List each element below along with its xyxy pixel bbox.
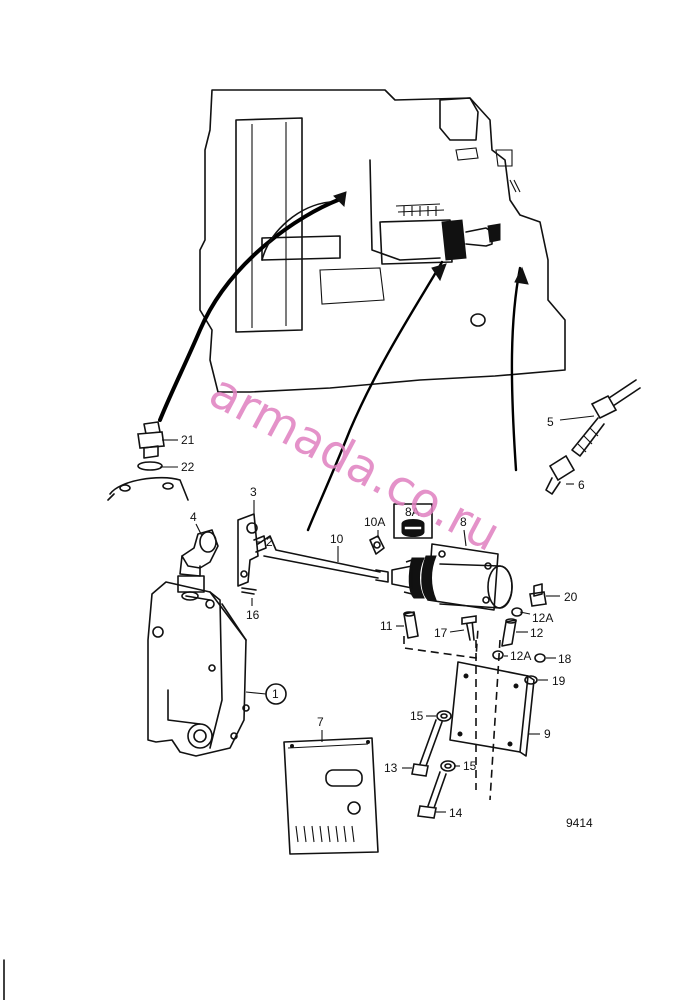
solenoid-8 <box>391 543 513 611</box>
callout-22: 22 <box>181 460 195 474</box>
studs-and-bolts <box>403 583 547 685</box>
callout-7: 7 <box>317 715 324 729</box>
callout-12a-bottom: 12A <box>510 649 531 663</box>
assembly-lines <box>403 627 501 801</box>
callout-14: 14 <box>449 806 463 820</box>
callout-10a: 10A <box>364 515 385 529</box>
callout-19: 19 <box>552 674 566 688</box>
callout-2: 2 <box>266 535 273 549</box>
engine-outline <box>199 89 566 393</box>
callout-1: 1 <box>272 687 279 701</box>
leader-lines <box>160 415 595 813</box>
callouts: 21 22 3 4 2 16 10 10A 8A 8 5 6 20 12A 11… <box>181 415 585 820</box>
callout-12: 12 <box>530 626 544 640</box>
callout-10: 10 <box>330 532 344 546</box>
figure-reference: 9414 <box>566 816 593 830</box>
sender-21-assembly <box>107 421 189 501</box>
callout-11: 11 <box>380 619 393 633</box>
cover-7 <box>283 737 379 855</box>
callout-21: 21 <box>181 433 195 447</box>
elbow-connector-4 <box>177 529 219 593</box>
callout-6: 6 <box>578 478 585 492</box>
callout-18: 18 <box>558 652 572 666</box>
pin-16 <box>241 587 257 595</box>
callout-3: 3 <box>250 485 257 499</box>
clip-10a <box>369 535 385 555</box>
callout-9: 9 <box>544 727 551 741</box>
sensor-5-assembly <box>545 379 641 495</box>
callout-17: 17 <box>434 626 448 640</box>
callout-16: 16 <box>246 608 260 622</box>
bolts-13-14 <box>411 710 456 819</box>
callout-4: 4 <box>190 510 197 524</box>
callout-15-top: 15 <box>410 709 424 723</box>
callout-5: 5 <box>547 415 554 429</box>
boot-8a <box>393 503 433 539</box>
callout-13: 13 <box>384 761 398 775</box>
callout-12a-top: 12A <box>532 611 553 625</box>
watermark: armada.co.ru <box>200 363 509 563</box>
callout-20: 20 <box>564 590 578 604</box>
callout-8a: 8A <box>405 505 420 519</box>
callout-1-circle <box>265 683 287 705</box>
callout-15-bottom: 15 <box>463 759 477 773</box>
callout-8: 8 <box>460 515 467 529</box>
mounting-plate-9 <box>449 661 535 757</box>
control-housing-1 <box>147 581 250 757</box>
cables <box>158 191 529 532</box>
